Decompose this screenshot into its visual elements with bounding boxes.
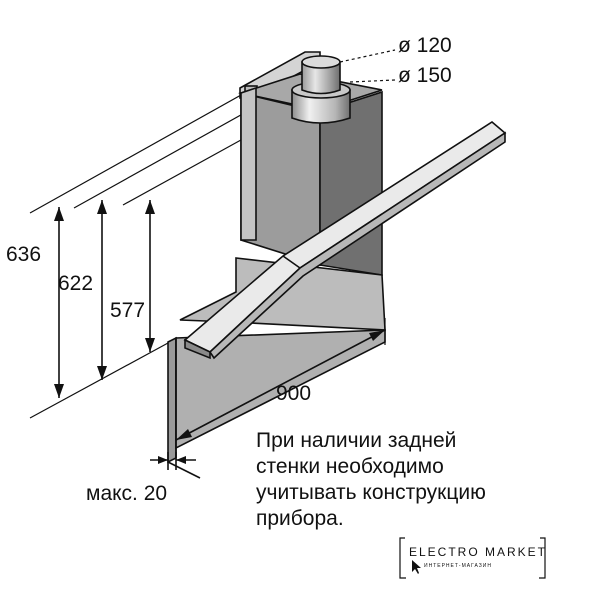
- inclined-canopy: [183, 121, 507, 360]
- duct-collar: [291, 55, 351, 124]
- label-577: 577: [110, 299, 145, 322]
- installation-note: При наличии задней стенки необходимо учи…: [256, 429, 486, 530]
- label-622: 622: [58, 272, 93, 295]
- label-900: 900: [276, 382, 311, 405]
- dimension-max-offset: [150, 452, 201, 479]
- note-line-3: учитывать конструкцию: [256, 481, 486, 504]
- label-636: 636: [6, 243, 41, 266]
- dimension-577: [145, 200, 155, 352]
- note-line-4: прибора.: [256, 507, 344, 530]
- note-line-2: стенки необходимо: [256, 455, 444, 478]
- note-line-1: При наличии задней: [256, 429, 456, 452]
- label-duct-120: ø 120: [398, 34, 452, 57]
- label-max-offset: макс. 20: [86, 482, 167, 505]
- cursor-icon: [412, 560, 421, 574]
- dimension-900: [175, 318, 386, 441]
- duct-leaders: [339, 49, 396, 83]
- label-duct-150: ø 150: [398, 64, 452, 87]
- dimension-622: [97, 200, 107, 380]
- logo-subtitle: ИНТЕРНЕТ-МАГАЗИН: [424, 563, 492, 569]
- dimension-636: [54, 207, 64, 398]
- logo-title: ELECTRO MARKET: [409, 545, 547, 559]
- store-logo: ELECTRO MARKET ИНТЕРНЕТ-МАГАЗИН: [399, 537, 547, 579]
